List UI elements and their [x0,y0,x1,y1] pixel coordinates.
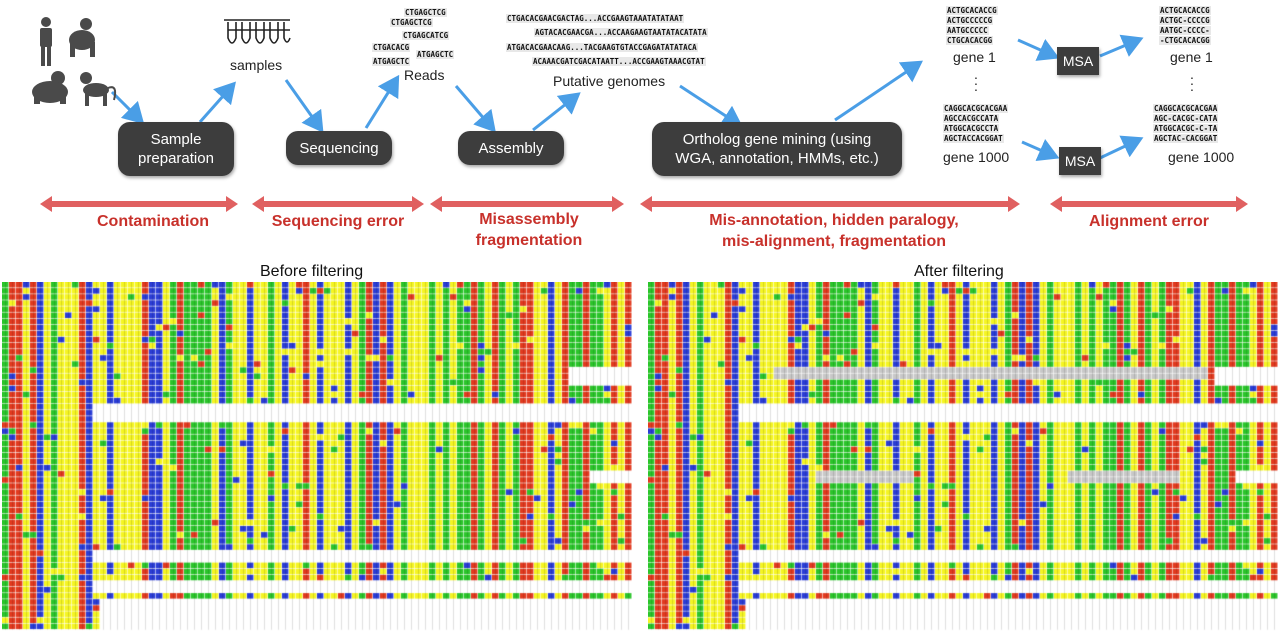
gorilla-icon [32,71,68,104]
ellipsis-aligned: ··· [1189,69,1195,97]
gene1-seq: ACTGCCCCCG [946,16,994,25]
arrow-samples-to-seq [284,79,324,133]
arrow-gene1-to-msa [1017,38,1060,61]
gene1-seq: ACTGCACACCG [946,6,998,15]
arrow-msa-to-aligned1000 [1099,135,1144,160]
gene1000-seq: CAGGCACGCACGAA [943,104,1009,113]
msa-box-gene1000: MSA [1059,147,1101,175]
aligned1000-seq: AGCTAC-CACGGAT [1153,134,1219,143]
genome-seq: AGTACACGAACGA...ACCAAGAAGTAATATACATATA [534,28,708,37]
step-sample-preparation: Sample preparation [118,122,234,176]
ellipsis-genes: ··· [973,69,979,97]
gene1000-seq: AGCTACCACGGAT [943,134,1004,143]
aligned1-seq: -CTGCACACGG [1159,36,1211,45]
arrow-prep-to-samples [198,81,236,123]
chimpanzee-icon [69,18,95,57]
gene1-seq: CTGCACACGG [946,36,994,45]
read-seq: ATGAGCTC [416,50,455,59]
samples-label: samples [230,57,283,73]
monkey-icon [80,72,117,106]
sample-tubes-icon [224,19,291,44]
after-filtering-title: After filtering [914,263,1004,280]
arrow-gene1000-to-msa [1021,138,1060,161]
arrow-msa-to-aligned1 [1099,34,1144,58]
range-annotation [640,196,1020,212]
human-icon [40,17,52,66]
error-misannotation: Mis-annotation, hidden paralogy, mis-ali… [709,212,959,250]
read-seq: CTGAGCTCG [404,8,447,17]
error-misassembly: Misassembly fragmentation [475,211,583,249]
aligned-gene1000-label: gene 1000 [1168,149,1235,165]
reads-label: Reads [404,67,445,83]
read-seq: CTGAGCATCG [402,31,450,40]
arrow-reads-to-assembly [454,85,496,133]
aligned1000-seq: CAGGCACGCACGAA [1153,104,1219,113]
alignment-after-filtering [648,282,1278,632]
read-seq: CTGACACG [372,43,411,52]
step-ortholog-mining: Ortholog gene mining (using WGA, annotat… [652,122,902,176]
error-range-arrows [40,196,1248,212]
before-filtering-title: Before filtering [260,263,364,280]
arrow-genomes-to-ortholog [679,84,744,128]
genome-seq: CTGACACGAACGACTAG...ACCGAAGTAAATATATAAT [506,14,685,23]
arrow-animals-to-prep [110,90,145,125]
step-sequencing: Sequencing [286,131,392,165]
msa-box-gene1: MSA [1057,47,1099,75]
step-assembly: Assembly [458,131,564,165]
arrow-assembly-to-genomes [532,92,581,132]
gene1000-seq: ATGGCACGCCTA [943,124,1000,133]
aligned1000-seq: ATGGCACGC-C-TA [1153,124,1219,133]
pipeline-arrows [32,17,1248,212]
alignment-before-filtering [2,282,632,632]
genome-seq: ATGACACGAACAAG...TACGAAGTGTACCGAGATATATA… [506,43,698,52]
aligned1-seq: AATGC-CCCC- [1159,26,1211,35]
gene1000-seq: AGCCACGCCATA [943,114,1000,123]
error-contamination: Contamination [97,213,209,230]
putative-genomes-label: Putative genomes [553,73,666,89]
range-assembly [430,196,624,212]
aligned1000-seq: AGC-CACGC-CATA [1153,114,1219,123]
range-alignment [1050,196,1248,212]
arrow-seq-to-reads [364,74,400,129]
read-seq: CTGAGCTCG [390,18,433,27]
gene1-seq: AATGCCCCC [946,26,989,35]
error-alignment: Alignment error [1088,213,1209,230]
error-sequencing: Sequencing error [271,213,405,230]
arrow-ortholog-to-genes [834,60,923,122]
gene1000-label: gene 1000 [943,149,1010,165]
genome-seq: ACAAACGATCGACATAATT...ACCGAAGTAAACGTAT [532,57,706,66]
aligned-gene1-label: gene 1 [1170,49,1213,65]
aligned1-seq: ACTGCACACCG [1159,6,1211,15]
range-contamination [40,196,238,212]
gene1-label: gene 1 [953,49,996,65]
read-seq: ATGAGCTC [372,57,411,66]
range-sequencing [252,196,424,212]
pipeline-diagram: Sample preparation Sequencing Assembly O… [0,0,1280,260]
aligned1-seq: ACTGC-CCCCG [1159,16,1211,25]
